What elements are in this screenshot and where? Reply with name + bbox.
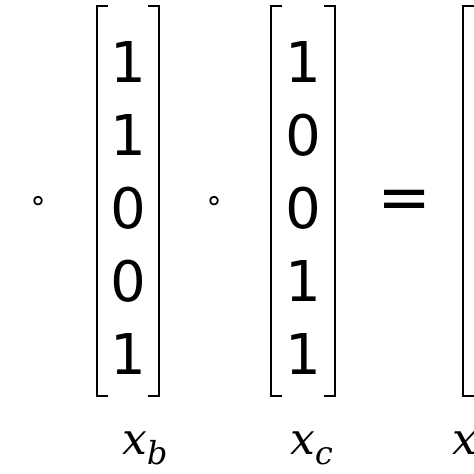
vector-entry: 1: [285, 250, 321, 315]
label-base: x: [290, 414, 315, 465]
vector-entries: 1 0 0 1 1: [270, 27, 336, 392]
label-subscript: c: [314, 434, 333, 472]
equals-sign: =: [377, 161, 431, 235]
right-bracket: [324, 5, 336, 397]
label-result: x: [452, 418, 474, 462]
vector-entry: 1: [285, 31, 321, 96]
left-bracket: [270, 5, 282, 397]
label-x-c: xc: [290, 418, 333, 472]
label-x-b: xb: [122, 418, 168, 472]
vector-entry: 0: [285, 104, 321, 169]
vector-entry: 0: [110, 177, 146, 242]
vector-entries: 1 1 0 0 1: [96, 27, 160, 392]
right-bracket: [148, 5, 160, 397]
vector-entry: 0: [285, 177, 321, 242]
left-bracket: [96, 5, 108, 397]
vector-entry: 1: [110, 323, 146, 388]
vector-x-b: 1 1 0 0 1: [96, 5, 160, 397]
vector-entry: 1: [285, 323, 321, 388]
label-base: x: [452, 414, 474, 465]
vector-entry: 0: [110, 250, 146, 315]
hadamard-operator-2: ∘: [204, 183, 224, 218]
vector-x-c: 1 0 0 1 1: [270, 5, 336, 397]
result-vector-bracket: [462, 5, 474, 397]
label-subscript: b: [146, 434, 168, 472]
vector-entry: 1: [110, 31, 146, 96]
hadamard-operator-1: ∘: [28, 183, 48, 218]
label-base: x: [122, 414, 147, 465]
vector-entry: 1: [110, 104, 146, 169]
